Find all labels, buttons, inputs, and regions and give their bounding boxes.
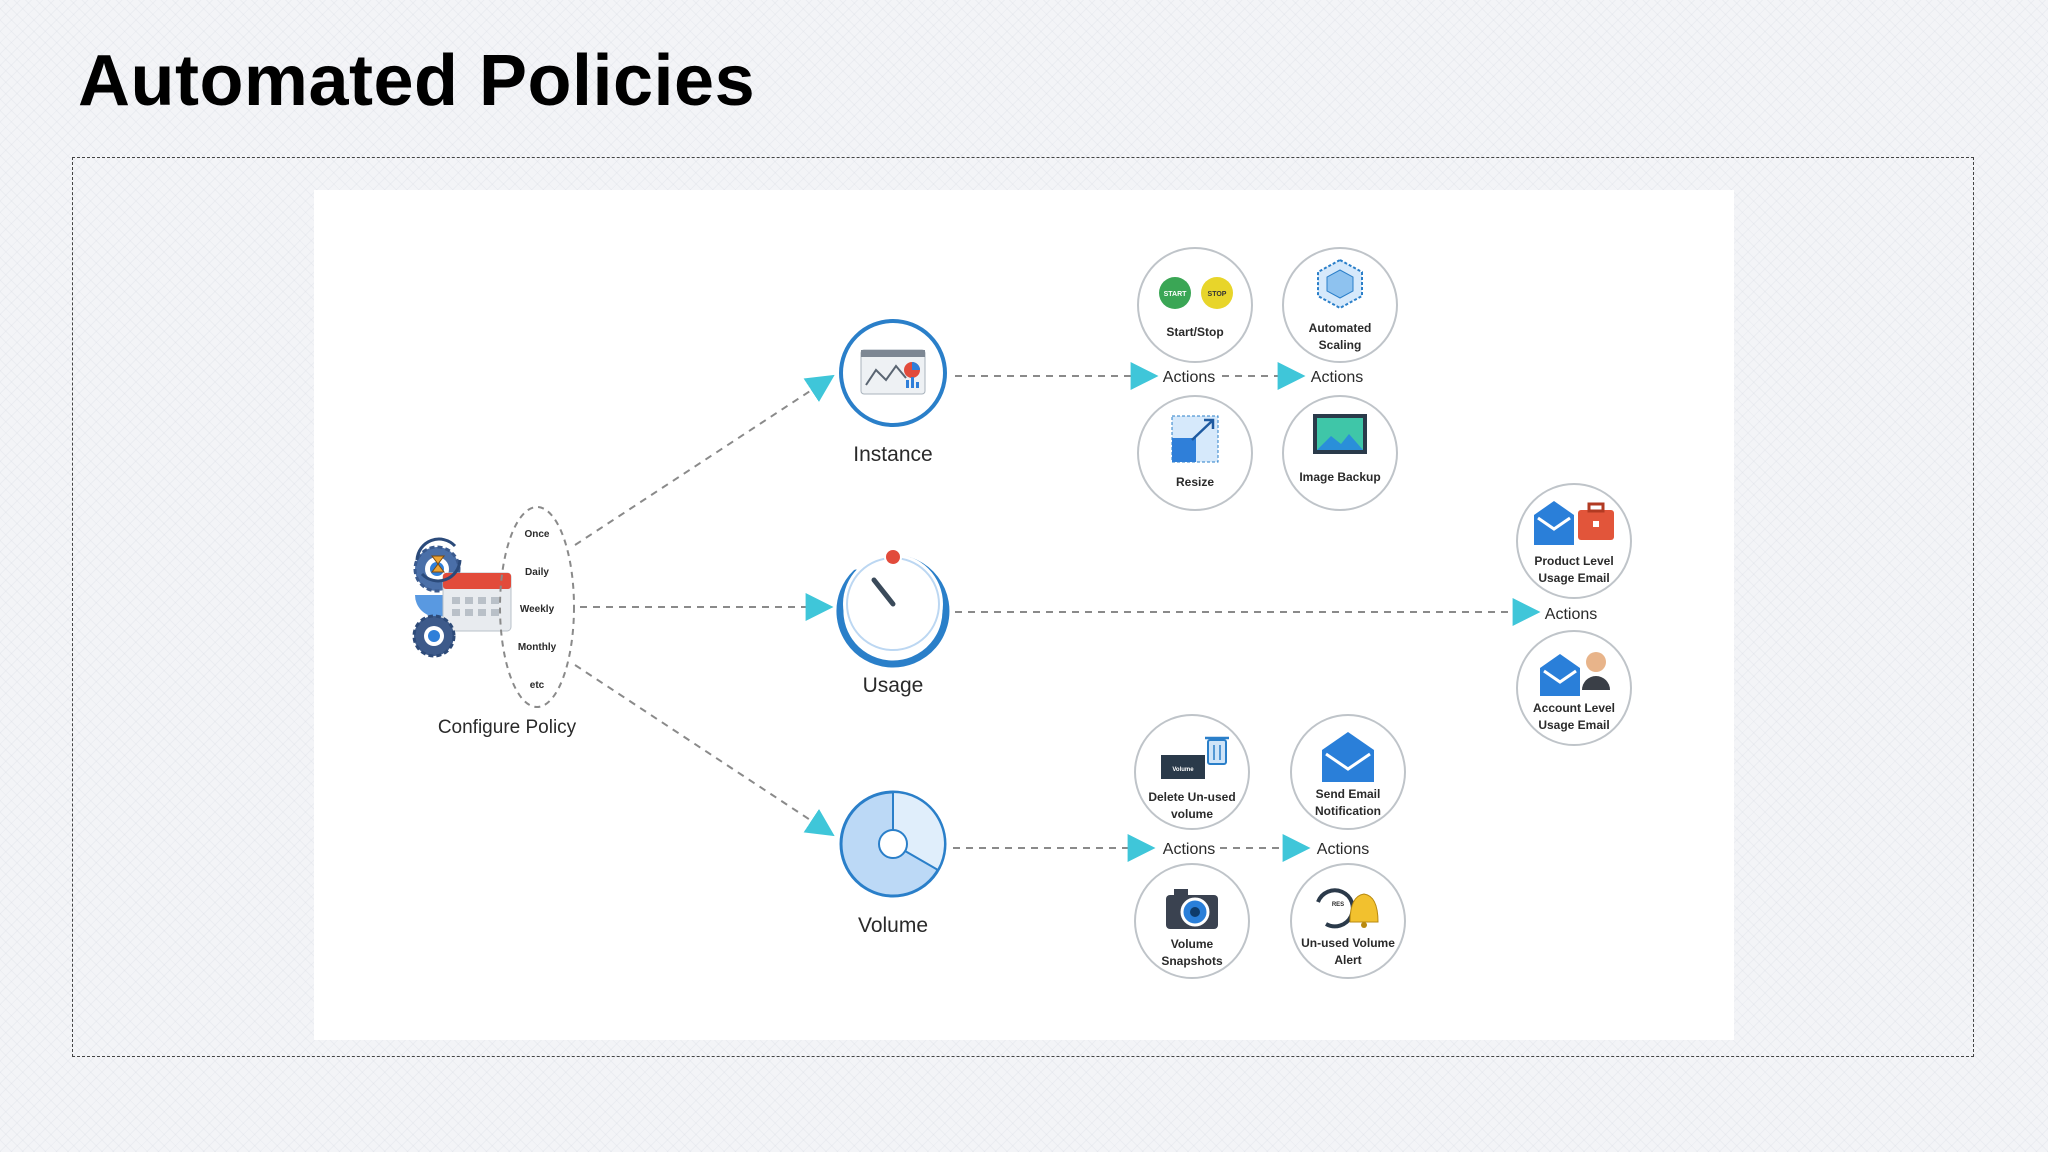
- instance-actions: START STOP Start/Stop Automated Scaling …: [1137, 247, 1398, 511]
- schedule-daily: Daily: [525, 567, 549, 578]
- resize-icon: [1171, 415, 1219, 463]
- action-delete-unused-volume: Volume Delete Un-used volume: [1134, 714, 1250, 830]
- automated-scaling-label-2: Scaling: [1319, 338, 1362, 352]
- action-volume-snapshots: Volume Snapshots: [1134, 863, 1250, 979]
- resize-label: Resize: [1176, 475, 1214, 489]
- schedule-once: Once: [524, 529, 549, 540]
- cube-scaling-icon: [1317, 258, 1363, 310]
- send-email-label-2: Notification: [1315, 804, 1381, 818]
- diagram-frame: [72, 157, 1974, 1057]
- stop-btn-text: STOP: [1208, 291, 1227, 298]
- action-automated-scaling: Automated Scaling: [1282, 247, 1398, 363]
- start-stop-label: Start/Stop: [1166, 325, 1223, 339]
- automated-scaling-label-1: Automated: [1309, 321, 1372, 335]
- timer-sync-icon: [415, 537, 462, 583]
- connector-to-instance: [574, 374, 835, 546]
- refresh-icon: RES: [1316, 888, 1355, 929]
- volume-actions-label-1: Actions: [1163, 841, 1215, 858]
- send-email-label-1: Send Email: [1316, 787, 1381, 801]
- configure-policy-group: Once Daily Weekly Monthly etc Configure …: [412, 506, 577, 738]
- action-image-backup: Image Backup: [1282, 395, 1398, 511]
- image-backup-icon: [1313, 414, 1367, 454]
- email-icon: [1534, 501, 1574, 545]
- alert-label-1: Un-used Volume: [1301, 936, 1395, 950]
- image-backup-label: Image Backup: [1299, 470, 1380, 484]
- diagram-panel: [314, 190, 1734, 1040]
- product-usage-label-2: Usage Email: [1538, 571, 1609, 585]
- sync-gear-icon: [412, 614, 456, 658]
- action-resize: Resize: [1137, 395, 1253, 511]
- instance-label: Instance: [853, 443, 932, 466]
- volume-actions-label-2: Actions: [1317, 841, 1369, 858]
- slide-title: Automated Policies: [78, 41, 756, 121]
- snapshots-label-2: Snapshots: [1161, 954, 1223, 968]
- instance-actions-label-2: Actions: [1311, 369, 1363, 386]
- trash-icon: [1205, 736, 1229, 765]
- volume-node: Volume: [839, 790, 947, 937]
- hourglass-glyph: [431, 555, 445, 573]
- volume-drive-icon: Volume: [1161, 755, 1205, 779]
- account-usage-label-2: Usage Email: [1538, 718, 1609, 732]
- usage-actions: Product Level Usage Email Actions Accoun…: [1516, 483, 1632, 746]
- user-avatar-icon: [1582, 652, 1610, 690]
- schedule-weekly: Weekly: [520, 604, 555, 615]
- schedule-etc: etc: [530, 680, 545, 691]
- delete-volume-label-1: Delete Un-used: [1148, 790, 1235, 804]
- bell-icon: [1349, 893, 1379, 928]
- gauge-icon: [836, 548, 950, 668]
- action-product-usage-email: Product Level Usage Email: [1516, 483, 1632, 599]
- snapshots-label-1: Volume: [1171, 937, 1214, 951]
- instance-node: Instance: [839, 319, 947, 466]
- stop-button-icon: [1201, 277, 1233, 309]
- product-usage-label-1: Product Level: [1534, 554, 1613, 568]
- connector-to-volume: [574, 664, 835, 837]
- camera-icon: [1166, 889, 1218, 929]
- email-icon: [1322, 732, 1374, 782]
- account-usage-label-1: Account Level: [1533, 701, 1615, 715]
- volume-actions: Volume Delete Un-used volume Send Email …: [1134, 714, 1406, 979]
- alert-label-2: Alert: [1334, 953, 1361, 967]
- action-send-email-notification: Send Email Notification: [1290, 714, 1406, 830]
- action-unused-volume-alert: RES Un-used Volume Alert: [1290, 863, 1406, 979]
- alert-tag-text: RES: [1332, 902, 1344, 908]
- action-account-usage-email: Account Level Usage Email: [1516, 630, 1632, 746]
- schedule-ellipse: [499, 506, 575, 708]
- pie-volume-icon: [839, 790, 947, 898]
- briefcase-icon: [1578, 502, 1614, 540]
- volume-label: Volume: [858, 914, 928, 937]
- volume-tag-text: Volume: [1172, 767, 1194, 773]
- start-btn-text: START: [1164, 291, 1188, 298]
- start-button-icon: [1159, 277, 1191, 309]
- configure-policy-label: Configure Policy: [438, 717, 577, 738]
- usage-label: Usage: [863, 674, 924, 697]
- usage-node: Usage: [836, 548, 950, 697]
- connectors: [574, 362, 1541, 862]
- usage-actions-label: Actions: [1545, 606, 1597, 623]
- email-icon: [1540, 654, 1580, 696]
- delete-volume-label-2: volume: [1171, 807, 1213, 821]
- schedule-monthly: Monthly: [518, 642, 557, 653]
- dashboard-icon: [860, 349, 926, 395]
- instance-actions-label-1: Actions: [1163, 369, 1215, 386]
- action-start-stop: START STOP Start/Stop: [1137, 247, 1253, 363]
- calendar-icon: [442, 572, 512, 632]
